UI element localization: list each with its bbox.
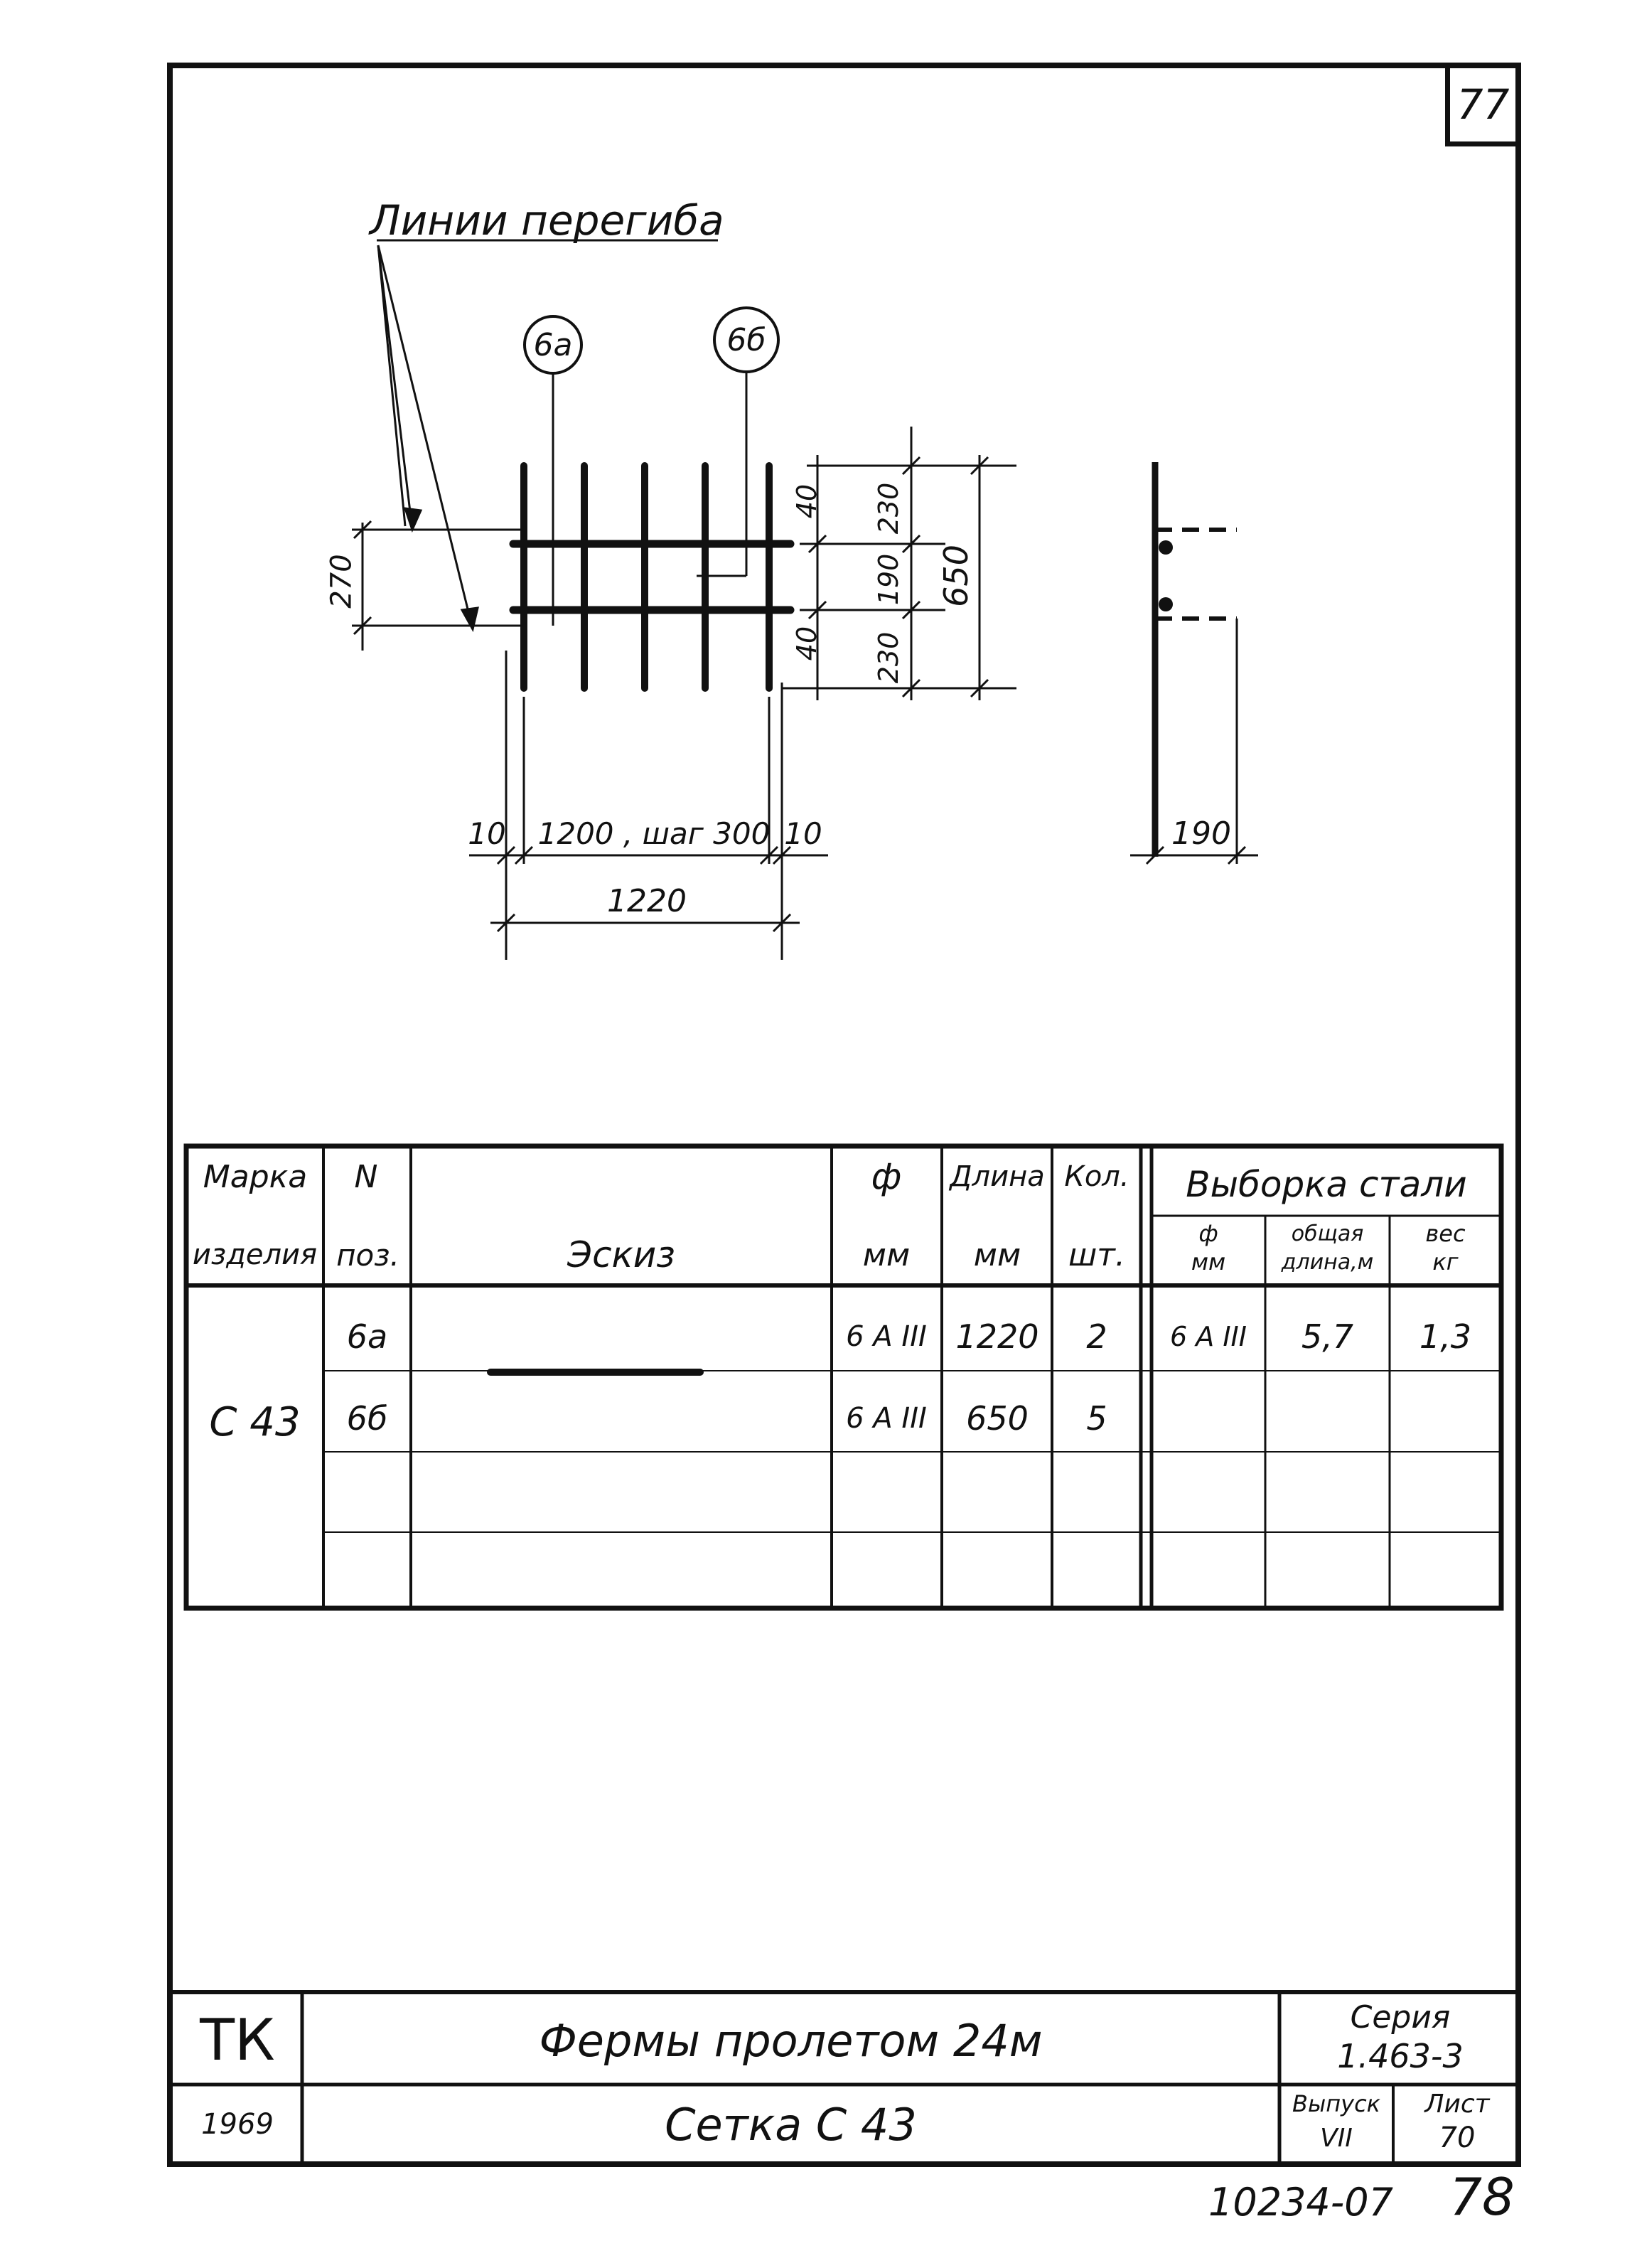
bend-lines-label: Линии перегиба xyxy=(370,196,724,245)
dim-40-top: 40 xyxy=(791,483,822,519)
row1-v-phi: 6 A III xyxy=(1170,1321,1247,1352)
header-marka: Марка xyxy=(203,1158,308,1195)
dim-span: 1200 , шаг 300 xyxy=(537,816,771,851)
row1-v-weight: 1,3 xyxy=(1419,1317,1472,1356)
dim-40-bottom: 40 xyxy=(791,626,822,661)
header-phi-mm: мм xyxy=(862,1236,911,1273)
dim-190: 190 xyxy=(873,553,904,606)
header-v-phi-mm: мм xyxy=(1191,1248,1226,1275)
footer-code: 10234-07 xyxy=(1208,2180,1393,2225)
issue-label: Выпуск xyxy=(1292,2090,1380,2117)
row1-v-len: 5,7 xyxy=(1301,1317,1354,1356)
marker-6b-label: 6б xyxy=(726,321,766,358)
title-main: Фермы пролетом 24м xyxy=(539,2014,1043,2067)
dim-270: 270 xyxy=(325,554,358,609)
org-code: ТК xyxy=(200,2006,275,2073)
row2-phi: 6 A III xyxy=(846,1402,927,1435)
header-v-obshaya: общая xyxy=(1291,1221,1364,1246)
dim-230-bottom: 230 xyxy=(873,631,904,684)
row2-qty: 5 xyxy=(1086,1399,1107,1438)
leader-line-3 xyxy=(377,245,407,527)
issue-value: VII xyxy=(1320,2123,1353,2153)
marker-6a-label: 6а xyxy=(533,326,573,363)
row1-poz: 6а xyxy=(346,1317,388,1356)
header-kol: Кол. xyxy=(1064,1160,1129,1193)
sheet-label: Лист xyxy=(1424,2089,1490,2119)
header-izdelia: изделия xyxy=(192,1239,318,1271)
dim-side-190: 190 xyxy=(1171,815,1231,852)
dim-10-right: 10 xyxy=(784,816,822,851)
dim-650: 650 xyxy=(937,545,975,607)
series-label: Серия xyxy=(1350,1999,1451,2036)
footer-page: 78 xyxy=(1449,2167,1515,2227)
header-dlina-mm: мм xyxy=(973,1236,1021,1273)
leader-line-2 xyxy=(377,245,474,630)
header-eskiz: Эскиз xyxy=(567,1234,675,1275)
header-v-ves: вес xyxy=(1425,1220,1466,1247)
header-n: N xyxy=(354,1158,378,1195)
header-vyborka: Выборка стали xyxy=(1186,1164,1467,1205)
row2-poz: 6б xyxy=(346,1399,388,1438)
dim-230-top: 230 xyxy=(873,482,904,535)
sheet-value: 70 xyxy=(1439,2122,1476,2154)
drawing-frame xyxy=(167,63,1521,2167)
row1-phi: 6 A III xyxy=(846,1320,927,1353)
dim-10-left: 10 xyxy=(468,816,506,851)
title-sub: Сетка С 43 xyxy=(665,2098,917,2151)
row2-length: 650 xyxy=(966,1399,1029,1438)
header-kol-sht: шт. xyxy=(1068,1236,1125,1273)
header-phi: ф xyxy=(871,1156,902,1197)
row1-length: 1220 xyxy=(955,1317,1039,1356)
dim-1220: 1220 xyxy=(607,883,687,919)
sheet-corner-number: 77 xyxy=(1445,63,1521,146)
leader-line-1 xyxy=(377,245,414,530)
year: 1969 xyxy=(201,2108,274,2141)
header-v-dlina: длина,м xyxy=(1281,1249,1374,1275)
header-v-kg: кг xyxy=(1432,1248,1459,1275)
mark-cell: С 43 xyxy=(209,1398,301,1445)
header-poz: поз. xyxy=(336,1237,399,1273)
header-dlina: Длина xyxy=(950,1160,1045,1193)
series-value: 1.463-3 xyxy=(1337,2037,1464,2075)
header-v-phi: ф xyxy=(1198,1220,1218,1247)
row1-qty: 2 xyxy=(1086,1317,1107,1356)
